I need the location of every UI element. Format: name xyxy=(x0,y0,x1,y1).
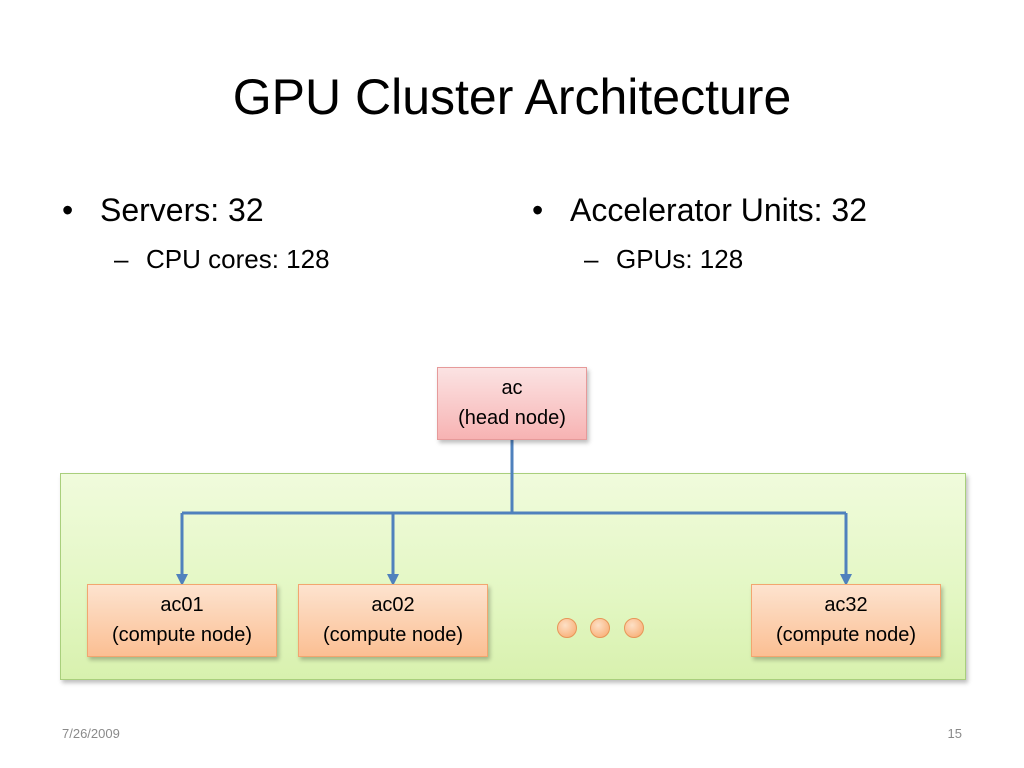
ellipsis-dot xyxy=(557,618,577,638)
left-column: • Servers: 32 – CPU cores: 128 xyxy=(62,190,330,276)
compute-node-ac02: ac02 (compute node) xyxy=(298,584,488,657)
accelerator-units-text: Accelerator Units: 32 xyxy=(570,192,868,228)
ellipsis-dot xyxy=(590,618,610,638)
servers-bullet: • Servers: 32 xyxy=(62,190,330,230)
cpu-cores-sub-bullet: – CPU cores: 128 xyxy=(114,242,330,276)
compute-node-name: ac02 xyxy=(371,594,415,616)
bullet-marker: • xyxy=(532,192,544,228)
head-node-role: (head node) xyxy=(458,407,566,429)
bullet-marker: • xyxy=(62,192,74,228)
right-column: • Accelerator Units: 32 – GPUs: 128 xyxy=(532,190,867,276)
servers-text: Servers: 32 xyxy=(100,192,264,228)
footer-date: 7/26/2009 xyxy=(62,726,120,741)
compute-node-role: (compute node) xyxy=(322,624,464,646)
slide-title: GPU Cluster Architecture xyxy=(232,69,792,125)
compute-node-role: (compute node) xyxy=(111,624,253,646)
compute-node-name: ac32 xyxy=(824,594,868,616)
compute-node-role: (compute node) xyxy=(775,624,917,646)
accelerator-units-bullet: • Accelerator Units: 32 xyxy=(532,190,867,230)
footer-page-number: 15 xyxy=(947,726,962,741)
compute-node-ac01: ac01 (compute node) xyxy=(87,584,277,657)
cpu-cores-text: CPU cores: 128 xyxy=(146,244,330,274)
gpus-sub-bullet: – GPUs: 128 xyxy=(584,242,867,276)
compute-node-ac32: ac32 (compute node) xyxy=(751,584,941,657)
ellipsis-dot xyxy=(624,618,644,638)
gpus-text: GPUs: 128 xyxy=(616,244,744,274)
sub-bullet-marker: – xyxy=(114,244,129,274)
compute-node-name: ac01 xyxy=(160,594,204,616)
head-node: ac (head node) xyxy=(437,367,587,440)
sub-bullet-marker: – xyxy=(584,244,599,274)
head-node-name: ac xyxy=(501,377,523,399)
